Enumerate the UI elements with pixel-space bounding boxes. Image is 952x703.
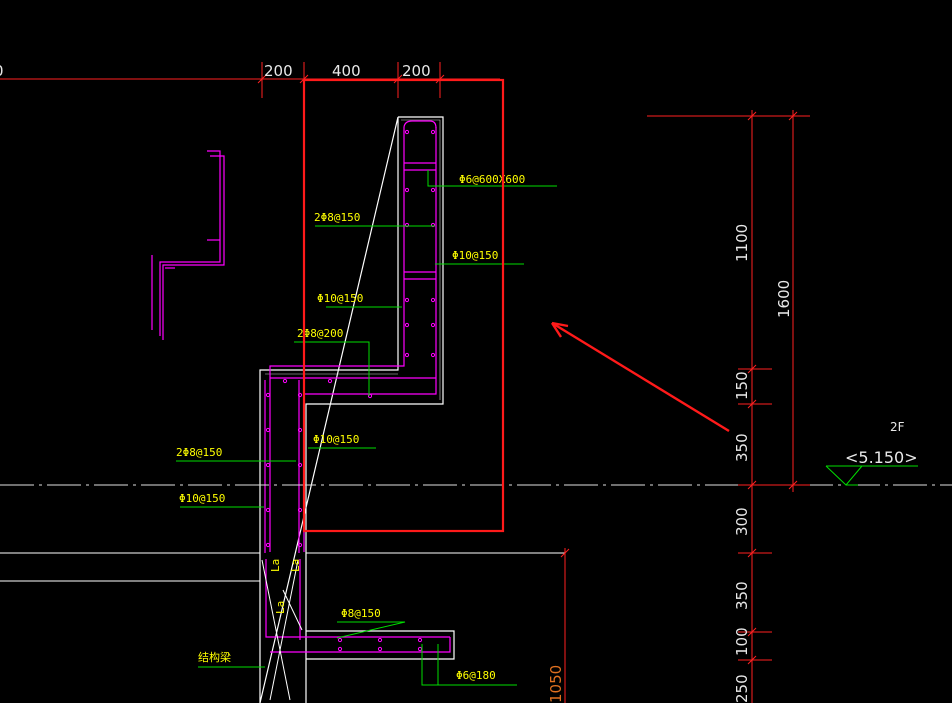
- slab-outline: [306, 630, 455, 660]
- top-dim-200-right: 200: [402, 62, 431, 80]
- right-dimension-chain: [560, 110, 810, 703]
- rebar-label-r11: 结构梁: [198, 650, 231, 664]
- right-dim-1600: 1600: [775, 280, 793, 318]
- rebar-label-r3: Φ10@150: [452, 249, 498, 262]
- right-dim-100: 100: [733, 627, 751, 656]
- rebar-profile-left: [151, 150, 225, 340]
- top-dim-200-left: 200: [264, 62, 293, 80]
- concrete-outline-inner: [265, 119, 441, 400]
- rebar-dots: [265, 129, 436, 652]
- elevation-marker: [825, 465, 918, 486]
- right-dim-300: 300: [733, 507, 751, 536]
- rebar-label-r10: Φ6@180: [456, 669, 496, 682]
- right-dim-250: 250: [733, 674, 751, 703]
- top-dim-400: 400: [332, 62, 361, 80]
- floor-elevation: <5.150>: [845, 448, 918, 467]
- annotation-arrow: [550, 321, 730, 433]
- right-dim-1100: 1100: [733, 224, 751, 262]
- rebar-label-r4: Φ10@150: [317, 292, 363, 305]
- right-dim-350b: 350: [733, 581, 751, 610]
- leader-lines: [176, 170, 557, 686]
- lap-label-1: La: [269, 559, 282, 572]
- slab-face-lines: [0, 552, 565, 582]
- edge-dim-fragment: 0: [0, 62, 4, 80]
- rebar-label-r6: Φ10@150: [313, 433, 359, 446]
- right-dim-150: 150: [733, 371, 751, 400]
- rebar-label-r2: 2Φ8@150: [314, 211, 360, 224]
- right-dim-350a: 350: [733, 433, 751, 462]
- rebar-label-r8: Φ10@150: [179, 492, 225, 505]
- lap-label-2: La: [289, 559, 302, 572]
- floor-name: 2F: [890, 420, 905, 434]
- rebar-label-r5: 2Φ8@200: [297, 327, 343, 340]
- lap-label-3: La: [274, 601, 287, 614]
- rebar-label-r1: Φ6@600X600: [459, 173, 525, 186]
- highlight-box[interactable]: [302, 78, 505, 533]
- rebar-label-r9: Φ8@150: [341, 607, 381, 620]
- rebar-label-r7: 2Φ8@150: [176, 446, 222, 459]
- bottom-dim-1050: 1050: [547, 665, 565, 703]
- lap-markers: [261, 559, 303, 701]
- concrete-section-outline: [259, 116, 444, 703]
